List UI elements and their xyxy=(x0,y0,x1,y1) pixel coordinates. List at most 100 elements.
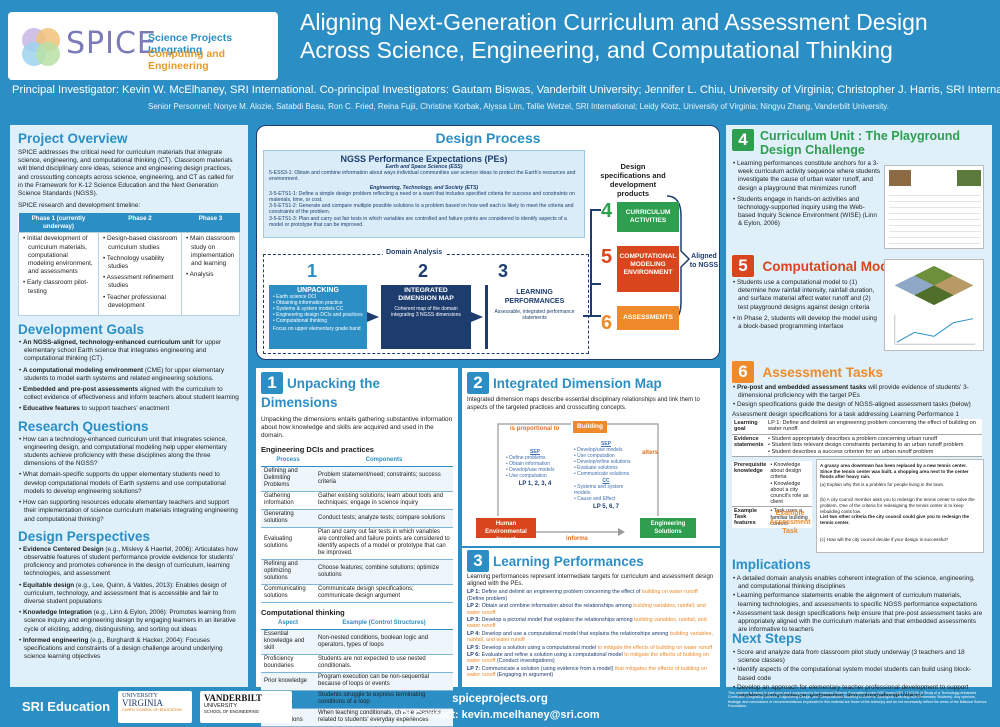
phase-item: • Assessment refinement studies xyxy=(103,274,174,290)
idm-building-box: Building xyxy=(573,421,607,433)
idm-link-left xyxy=(497,423,571,516)
idm-sep2-item: • Communicate solutions xyxy=(574,471,630,477)
idm-alters-label: alters xyxy=(642,450,659,456)
idm-sep1: SEP • Define problems • Obtain informati… xyxy=(506,449,564,487)
curric-list: • Learning performances constitute ancho… xyxy=(732,160,882,229)
idm-box: INTEGRATED DIMENSION MAP Coherent map of… xyxy=(381,285,471,349)
idm-hei-box: Human Environmental Impact xyxy=(476,518,536,543)
pe-title: NGSS Performance Expectations (PEs) xyxy=(340,154,508,164)
idm-sep2-item: • Use computation xyxy=(574,453,615,459)
idm-sep2: SEP • Develop/use models • Use computati… xyxy=(574,441,638,510)
assess-item: • Pre-post and embedded assessment tasks… xyxy=(733,384,969,400)
footer-url[interactable]: spiceprojects.org xyxy=(452,693,548,705)
photo-thumb-1 xyxy=(889,170,911,186)
table-row: Prerequisite knowledge • Knowledge about… xyxy=(732,461,812,508)
idm-prop-label: is proportional to xyxy=(510,426,560,432)
timeline-label: SPICE research and development timeline: xyxy=(18,202,141,210)
lp-item: LP 4: Develop and use a computational mo… xyxy=(467,630,713,644)
idm-lp1: LP 1, 2, 3, 4 xyxy=(518,481,552,487)
phase-item: • Early classroom pilot-testing xyxy=(23,279,89,295)
ct-cell: When teaching conditionals, choose scena… xyxy=(315,708,453,727)
dev-goals-list: • An NGSS-aligned, technology-enhanced c… xyxy=(18,339,240,414)
photo-thumb-2 xyxy=(957,170,981,186)
uva-line-2: VIRGINIA xyxy=(122,698,163,708)
timeline-table: Phase 1 (currently underway) Phase 2 Pha… xyxy=(18,213,240,317)
unpack-item: • Engineering design DCIs and practices xyxy=(273,312,363,318)
lp-box: LEARNING PERFORMANCES Assessable, integr… xyxy=(485,285,581,349)
dev-goals-heading: Development Goals xyxy=(18,322,145,338)
pe-sub-ets: Engineering, Technology, and Society (ET… xyxy=(369,184,479,191)
spec-key: Evidence statements xyxy=(732,434,766,458)
cme-list: • Students use a computational model to … xyxy=(732,279,880,334)
left-column: Project Overview SPICE addresses the cri… xyxy=(10,125,248,687)
dev-goal-item: • A computational modeling environment (… xyxy=(19,366,225,382)
idm-sep1-item: • Obtain information xyxy=(506,461,550,467)
assess-heading: Assessment Tasks xyxy=(762,364,884,380)
curric-heading: Curriculum Unit : The Playground Design … xyxy=(760,129,961,157)
phase-1-head: Phase 1 (currently underway) xyxy=(18,213,99,233)
cme-item: • In Phase 2, students will develop the … xyxy=(733,314,877,331)
curric-screenshot xyxy=(884,165,984,249)
implications-list: • A detailed domain analysis enables coh… xyxy=(732,575,984,635)
table-row: Example Task features • Task uses a fami… xyxy=(732,507,812,528)
vu-logo: VANDERBILT UNIVERSITY SCHOOL OF ENGINEER… xyxy=(200,691,292,723)
design-persp-list: • Evidence Centered Design (e.g., Mislev… xyxy=(18,546,240,662)
lp-list: LP 1: Define and delimit an engineering … xyxy=(467,589,715,678)
ct-col-example: Example (Control Structures) xyxy=(315,618,453,630)
wise-table-image xyxy=(889,190,981,246)
unpack-item: • Earth science DCI xyxy=(273,294,317,300)
spec-key: Example Task features xyxy=(734,508,758,527)
phase-1-items: • Initial development of curriculum mate… xyxy=(18,232,99,317)
footer-contact[interactable]: PI Contact: kevin.mcelhaney@sri.com xyxy=(400,709,600,721)
design-persp-item: • Knowledge Integration (e.g., Linn & Ey… xyxy=(19,609,236,633)
design-process-panel: Design Process NGSS Performance Expectat… xyxy=(256,125,720,360)
logo-subtitle-2: Computing and Engineering xyxy=(148,48,225,72)
dev-goal-item: • Educative features to support teachers… xyxy=(19,405,170,413)
domain-analysis-label: Domain Analysis xyxy=(383,249,446,256)
phase-item: • Main classroom study on implementation… xyxy=(186,235,235,268)
nsf-note: This material is based in part upon work… xyxy=(728,691,987,709)
dci-cell: Choose features; combine solutions; opti… xyxy=(315,559,453,585)
idm-cc-item: • Systems and system models xyxy=(574,484,624,496)
idm-building: Building xyxy=(577,423,603,430)
spec-val: • Task uses a familiar building context xyxy=(770,508,808,527)
uva-logo: UNIVERSITY VIRGINIA CURRY SCHOOL OF EDUC… xyxy=(118,691,192,723)
lp-item: LP 5: Develop a solution using a computa… xyxy=(467,644,713,651)
idm-sec-num: 2 xyxy=(467,372,489,394)
curric-heading-row: 4 Curriculum Unit : The Playground Desig… xyxy=(732,129,986,157)
unpack-sec-heading: Unpacking the Dimensions xyxy=(261,375,381,411)
unpacking-num: 1 xyxy=(307,261,318,281)
research-q-item: • What domain-specific supports do upper… xyxy=(19,471,226,495)
overview-heading: Project Overview xyxy=(18,131,128,146)
unpack-sec-num: 1 xyxy=(261,372,283,394)
pi-line: Principal Investigator: Kevin W. McElhan… xyxy=(12,84,1000,96)
research-q-heading: Research Questions xyxy=(18,418,149,434)
dci-cell: Gathering information xyxy=(261,491,315,510)
idm-num: 2 xyxy=(418,261,429,281)
spec-key: Learning goal xyxy=(732,419,766,435)
implications-heading: Implications xyxy=(732,557,811,572)
design-persp-item: • Evidence Centered Design (e.g., Mislev… xyxy=(19,545,238,578)
phase-2-head: Phase 2 xyxy=(98,213,182,233)
next-step-item: • Identify aspects of the computational … xyxy=(733,666,972,682)
dev-goal-item: • An NGSS-aligned, technology-enhanced c… xyxy=(19,339,222,363)
sri-logo-text: SRI Education xyxy=(22,699,111,714)
cme-num: 5 xyxy=(732,255,754,277)
idm-sep2-item: • Develop/refine solutions xyxy=(574,459,631,465)
design-persp-heading: Design Perspectives xyxy=(18,528,151,544)
idm-title: INTEGRATED DIMENSION MAP xyxy=(398,287,454,302)
idm-sep2-item: • Develop/use models xyxy=(574,447,623,453)
senior-personnel: Senior Personnel: Nonye M. Alozie, Satab… xyxy=(148,102,889,111)
implication-item: • A detailed domain analysis enables coh… xyxy=(733,575,975,591)
uva-line-3: CURRY SCHOOL OF EDUCATION xyxy=(122,708,182,712)
